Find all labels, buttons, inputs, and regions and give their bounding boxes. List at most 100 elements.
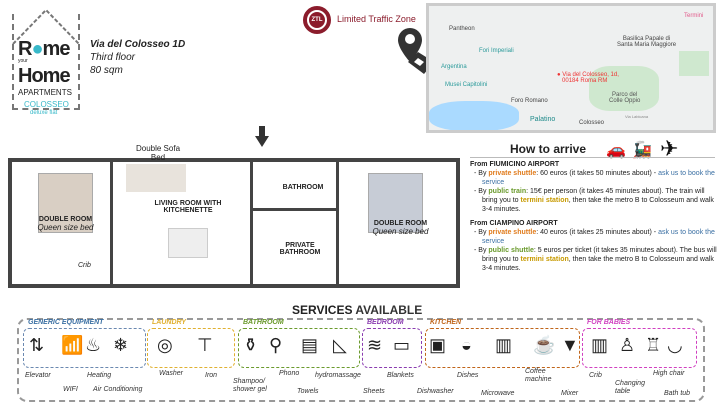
map-pin-label: ● Via del Colosseo, 1d, 00184 Roma RM [557, 72, 619, 84]
map-label: Argentina [441, 64, 467, 70]
book-link[interactable]: ask us to book the service [482, 170, 715, 186]
washer-icon: ◎ [157, 335, 173, 355]
mixer-icon: ▼ [561, 335, 579, 355]
group-babies: FOR BABIES [582, 319, 697, 368]
service-changing-table: Changing table [615, 380, 645, 395]
address-block: Via del Colosseo 1D Third floor 80 sqm [90, 38, 185, 77]
logo: R●me your Home APARTMENTS COLOSSEO delux… [10, 8, 82, 120]
coffee-machine-icon: ☕ [533, 335, 556, 355]
plane-icon: ✈ [660, 136, 679, 161]
service-high-chair: High chair [653, 370, 685, 377]
entrance-arrow-icon [255, 126, 269, 147]
service-coffee: Coffee machine [525, 368, 552, 383]
service-crib: Crib [589, 372, 602, 379]
car-icon: 🚗 [606, 142, 626, 159]
bath-tub-icon: ◡ [667, 335, 683, 355]
service-microwave: Microwave [481, 390, 515, 397]
logo-rome: R●me [18, 38, 70, 60]
logo-colosseo: COLOSSEO [24, 100, 69, 109]
service-dishes: Dishes [457, 372, 479, 379]
service-blankets: Blankets [387, 372, 414, 379]
heating-icon: ♨ [85, 335, 102, 355]
map-label: Termini [684, 13, 704, 19]
map-label: Via Labicana [625, 114, 649, 119]
book-link[interactable]: ask us to book the service [482, 229, 715, 245]
logo-deluxe: deluxe flat [30, 110, 58, 116]
logo-home: Home [18, 65, 71, 87]
map-label: Fori Imperiali [479, 48, 514, 54]
arrival-instructions: From FIUMICINO AIRPORT - By private shut… [470, 158, 718, 273]
size: 80 sqm [90, 65, 123, 76]
service-sheets: Sheets [363, 388, 385, 395]
iron-icon: ⊤ [197, 335, 213, 355]
sofa-label: Double Sofa Bed [135, 144, 181, 162]
fiumicino-heading: From FIUMICINO AIRPORT [470, 161, 560, 168]
house-roof-icon [12, 8, 80, 44]
crib-icon: ▥ [591, 335, 609, 355]
changing-table-icon: ♙ [619, 335, 636, 355]
service-mixer: Mixer [561, 390, 579, 397]
room-private-bathroom: PRIVATE BATHROOM [279, 242, 321, 256]
dishes-icon: ◒ [461, 335, 472, 355]
service-bath-tub: Bath tub [664, 390, 691, 397]
blankets-icon: ▭ [393, 335, 411, 355]
train-icon: 🚂 [632, 142, 652, 159]
service-wifi: WIFI [63, 386, 78, 393]
sheets-icon: ≋ [367, 335, 383, 355]
service-ac: Air Conditioning [93, 386, 143, 393]
hairdryer-icon: ⚲ [269, 335, 283, 355]
room-bathroom: BATHROOM [282, 184, 324, 191]
hydromassage-icon: ◺ [333, 335, 347, 355]
group-bathroom: BATHROOM [238, 319, 360, 368]
air-conditioning-icon: ❄ [113, 335, 129, 355]
street: Via del Colosseo 1D [90, 39, 186, 50]
service-heating: Heating [87, 372, 112, 379]
room-living: LIVING ROOM WITH KITCHENETTE [154, 200, 222, 214]
location-map[interactable]: Pantheon Fori Imperiali Argentina Musei … [426, 3, 716, 133]
group-bedroom: BEDROOM [362, 319, 422, 368]
wifi-icon: 📶 [61, 335, 84, 355]
ztl-icon: ZTL [303, 6, 331, 34]
fiumicino-shuttle: - By private shuttle: 60 euros (it takes… [474, 170, 715, 186]
service-hydromassage: hydromassage [315, 372, 361, 379]
group-laundry: LAUNDRY [147, 319, 235, 368]
dishwasher-icon: ▣ [429, 335, 447, 355]
service-phono: Phono [279, 370, 300, 377]
services-box: GENERIC EQUIPMENT LAUNDRY BATHROOM BEDRO… [17, 318, 705, 402]
microwave-icon: ▥ [495, 335, 513, 355]
service-washer: Washer [159, 370, 183, 377]
towels-icon: ▤ [301, 335, 319, 355]
sofa-bed [126, 164, 186, 192]
bed-right [368, 173, 423, 233]
service-towels: Towels [297, 388, 319, 395]
fiumicino-train: - By public train: 15€ per person (it ta… [474, 188, 714, 213]
map-label-palatino: Palatino [529, 116, 557, 123]
how-to-arrive-title: How to arrive [510, 142, 587, 156]
dining-table [168, 228, 208, 258]
floor: Third floor [90, 52, 136, 63]
logo-your: your [18, 58, 28, 64]
service-elevator: Elevator [25, 372, 51, 379]
high-chair-icon: ♖ [645, 335, 662, 355]
ztl-label: Limited Traffic Zone [337, 14, 416, 24]
service-shampoo: Shampoo/ shower gel [233, 378, 267, 393]
shampoo-icon: ⚱ [243, 335, 259, 355]
service-dishwasher: Dishwasher [417, 388, 454, 395]
logo-apartments: APARTMENTS [18, 88, 72, 97]
ciampino-bus: - By public shuttle: 5 euros per ticket … [474, 247, 717, 272]
map-label: Colosseo [579, 120, 605, 126]
bed-left [38, 173, 93, 233]
service-iron: Iron [205, 372, 218, 379]
crib-label: Crib [78, 262, 91, 269]
ciampino-heading: From CIAMPINO AIRPORT [470, 220, 558, 227]
map-label: Musei Capitolini [445, 82, 488, 88]
group-kitchen: KITCHEN [425, 319, 580, 368]
elevator-icon: ⇅ [29, 335, 45, 355]
services-title: SERVICES AVAILABLE [292, 303, 423, 317]
map-label: Foro Romano [511, 98, 548, 104]
